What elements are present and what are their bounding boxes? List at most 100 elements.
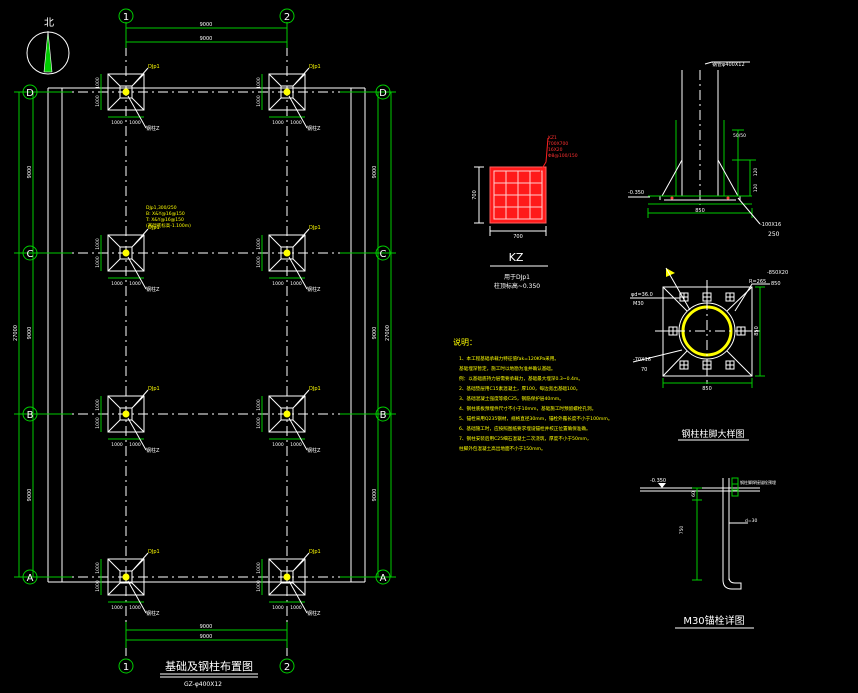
bottom-dim-2: 9000 xyxy=(200,634,213,640)
column-label: 钢柱Z xyxy=(307,286,321,293)
elev-dim-c: 120 xyxy=(753,184,759,193)
axis-1-bottom: 1 xyxy=(123,662,129,673)
footing-dim: 1000 xyxy=(95,417,101,429)
axis-c-right: C xyxy=(380,249,387,260)
pad-note: DJp1,300/250 B: X&Y@16@150 T: X&Y@16@150… xyxy=(145,205,191,229)
axis-b-right: B xyxy=(380,410,387,421)
footing-dim: 1000 xyxy=(95,399,101,411)
footing-dim: 1000 xyxy=(129,120,141,126)
footing-dim: 1000 xyxy=(256,562,262,574)
right-bay-dim-1: 9000 xyxy=(372,166,378,179)
footing-dim: 1000 xyxy=(272,605,284,611)
axis-d-left: D xyxy=(26,88,34,99)
kz-caption-1: 用于DJp1 xyxy=(504,274,530,281)
note-7: 7、钢柱安装后用C25细石混凝土二次浇筑，厚度不小于50mm， xyxy=(459,435,591,442)
kz-label: KZ xyxy=(509,251,524,264)
right-bay-dim-2: 9000 xyxy=(372,327,378,340)
left-bay-dim-1: 9000 xyxy=(27,166,33,179)
axis-bubbles: 1 2 1 2 D C B A D C B A xyxy=(22,8,391,674)
pad-note-line-2: B: X&Y@16@150 xyxy=(146,211,185,217)
kz-note-1: KZ1 xyxy=(548,135,557,141)
pd-bottom-dim: 850 xyxy=(702,386,712,392)
pd-r-label: R=265 xyxy=(749,279,766,285)
column-label: 钢柱Z xyxy=(146,447,160,454)
note-1c: 例：以基础底持力层需要承载力，基础最大埋深0.3~0.4m。 xyxy=(459,375,583,382)
base-elevation-detail: 850 50/50 120 120 钢管φ400X12 -0.350 -100X… xyxy=(628,61,781,238)
bottom-dim-1: 9000 xyxy=(200,624,213,630)
footing-dim: 1000 xyxy=(95,580,101,592)
column-label: 钢柱Z xyxy=(146,286,160,293)
footing-dim: 1000 xyxy=(95,562,101,574)
footing-dim: 1000 xyxy=(256,238,262,250)
bolt-title: M30锚栓详图 xyxy=(683,614,744,627)
pad-label: DJp1 xyxy=(309,386,321,392)
left-bay-dim-3: 9000 xyxy=(27,489,33,502)
footing-dim: 1000 xyxy=(111,442,123,448)
pd-rib-label: -70X16 xyxy=(633,357,651,363)
pd-plate-w: 850 xyxy=(771,281,781,287)
note-1b: 基础埋深暂定，施工时以地勘为准并确认基础。 xyxy=(459,365,555,372)
bolt-dia: d=30 xyxy=(745,518,757,524)
column-label: 钢柱Z xyxy=(146,610,160,617)
elev-level: -0.350 xyxy=(628,190,644,196)
footing-dim: 1000 xyxy=(111,120,123,126)
footing-dim: 1000 xyxy=(111,605,123,611)
kz-note-2: 700X700 xyxy=(548,141,568,147)
design-notes: 说明： 1、本工程基础承载力特征值fak=120KPa采用。 基础埋深暂定，施工… xyxy=(453,337,612,452)
footing-dim: 1000 xyxy=(111,281,123,287)
footing-dim: 1000 xyxy=(129,281,141,287)
right-bay-dim-3: 9000 xyxy=(372,489,378,502)
elev-plate-len: 250 xyxy=(768,231,780,238)
axis-c-left: C xyxy=(27,249,34,260)
right-total-dim: 27000 xyxy=(385,325,391,341)
plan-title: 基础及钢柱布置图 xyxy=(165,659,253,673)
anchor-bolt-detail: -0.350 钢柱脚焊接锚栓预埋 60 750 d=30 M30锚栓详图 xyxy=(640,477,776,629)
axis-2-top: 2 xyxy=(284,12,290,23)
note-6: 6、基础施工时，应按照图纸要求埋设锚栓并校正位置确保准确。 xyxy=(459,425,591,432)
footing-dim: 1000 xyxy=(95,238,101,250)
footing-dim: 1000 xyxy=(272,120,284,126)
elev-pipe-label: 钢管φ400X12 xyxy=(712,61,745,68)
plan-grid xyxy=(14,22,396,658)
top-dim-1: 9000 xyxy=(200,22,213,28)
top-dim-2: 9000 xyxy=(200,36,213,42)
note-5: 5、锚栓采用Q235钢材，规格直径30mm，锚栓外露长度不小于100mm。 xyxy=(459,415,612,422)
footing-dim: 1000 xyxy=(290,120,302,126)
footing-dim: 1000 xyxy=(272,281,284,287)
pad-note-line-1: DJp1,300/250 xyxy=(146,205,177,211)
pad-label: DJp1 xyxy=(148,225,160,231)
axis-1-top: 1 xyxy=(123,12,129,23)
pd-rib-sub: 70 xyxy=(641,367,647,373)
column-label: 钢柱Z xyxy=(307,125,321,132)
footing-dim: 1000 xyxy=(256,399,262,411)
column-label: 钢柱Z xyxy=(307,610,321,617)
pad-note-line-3: T: X&Y@16@150 xyxy=(145,217,184,223)
footing-dim: 1000 xyxy=(290,442,302,448)
pad-note-line-4: (基础底标高-1.100m) xyxy=(146,222,191,229)
note-2: 2、基础垫层用C15素混凝土，厚100，每边宽出基础100。 xyxy=(459,385,580,392)
footing-dim: 1000 xyxy=(256,256,262,268)
elev-width: 850 xyxy=(695,208,705,214)
note-7b: 柱脚外包混凝土高出地面不小于150mm。 xyxy=(459,445,546,452)
column-label: 钢柱Z xyxy=(307,447,321,454)
footing-dim: 1000 xyxy=(256,580,262,592)
kz-section: 700 700 KZ1 700X700 16X20 Φ8@100/150 KZ … xyxy=(472,135,578,290)
base-plate-plan-detail: 850 850 R=265 -850X20 850 φd=36.0 M30 -7… xyxy=(630,267,788,441)
footing-dim: 1000 xyxy=(95,77,101,89)
note-1: 1、本工程基础承载力特征值fak=120KPa采用。 xyxy=(459,355,559,362)
plan-subtitle: GZ-φ400X12 xyxy=(184,681,222,688)
plan-dimensions: 9000 9000 9000 9000 9000 9000 9000 27000… xyxy=(13,22,391,640)
elev-dim-b: 120 xyxy=(753,168,759,177)
notes-heading: 说明： xyxy=(453,337,477,347)
elev-dim-a: 50/50 xyxy=(733,133,746,139)
